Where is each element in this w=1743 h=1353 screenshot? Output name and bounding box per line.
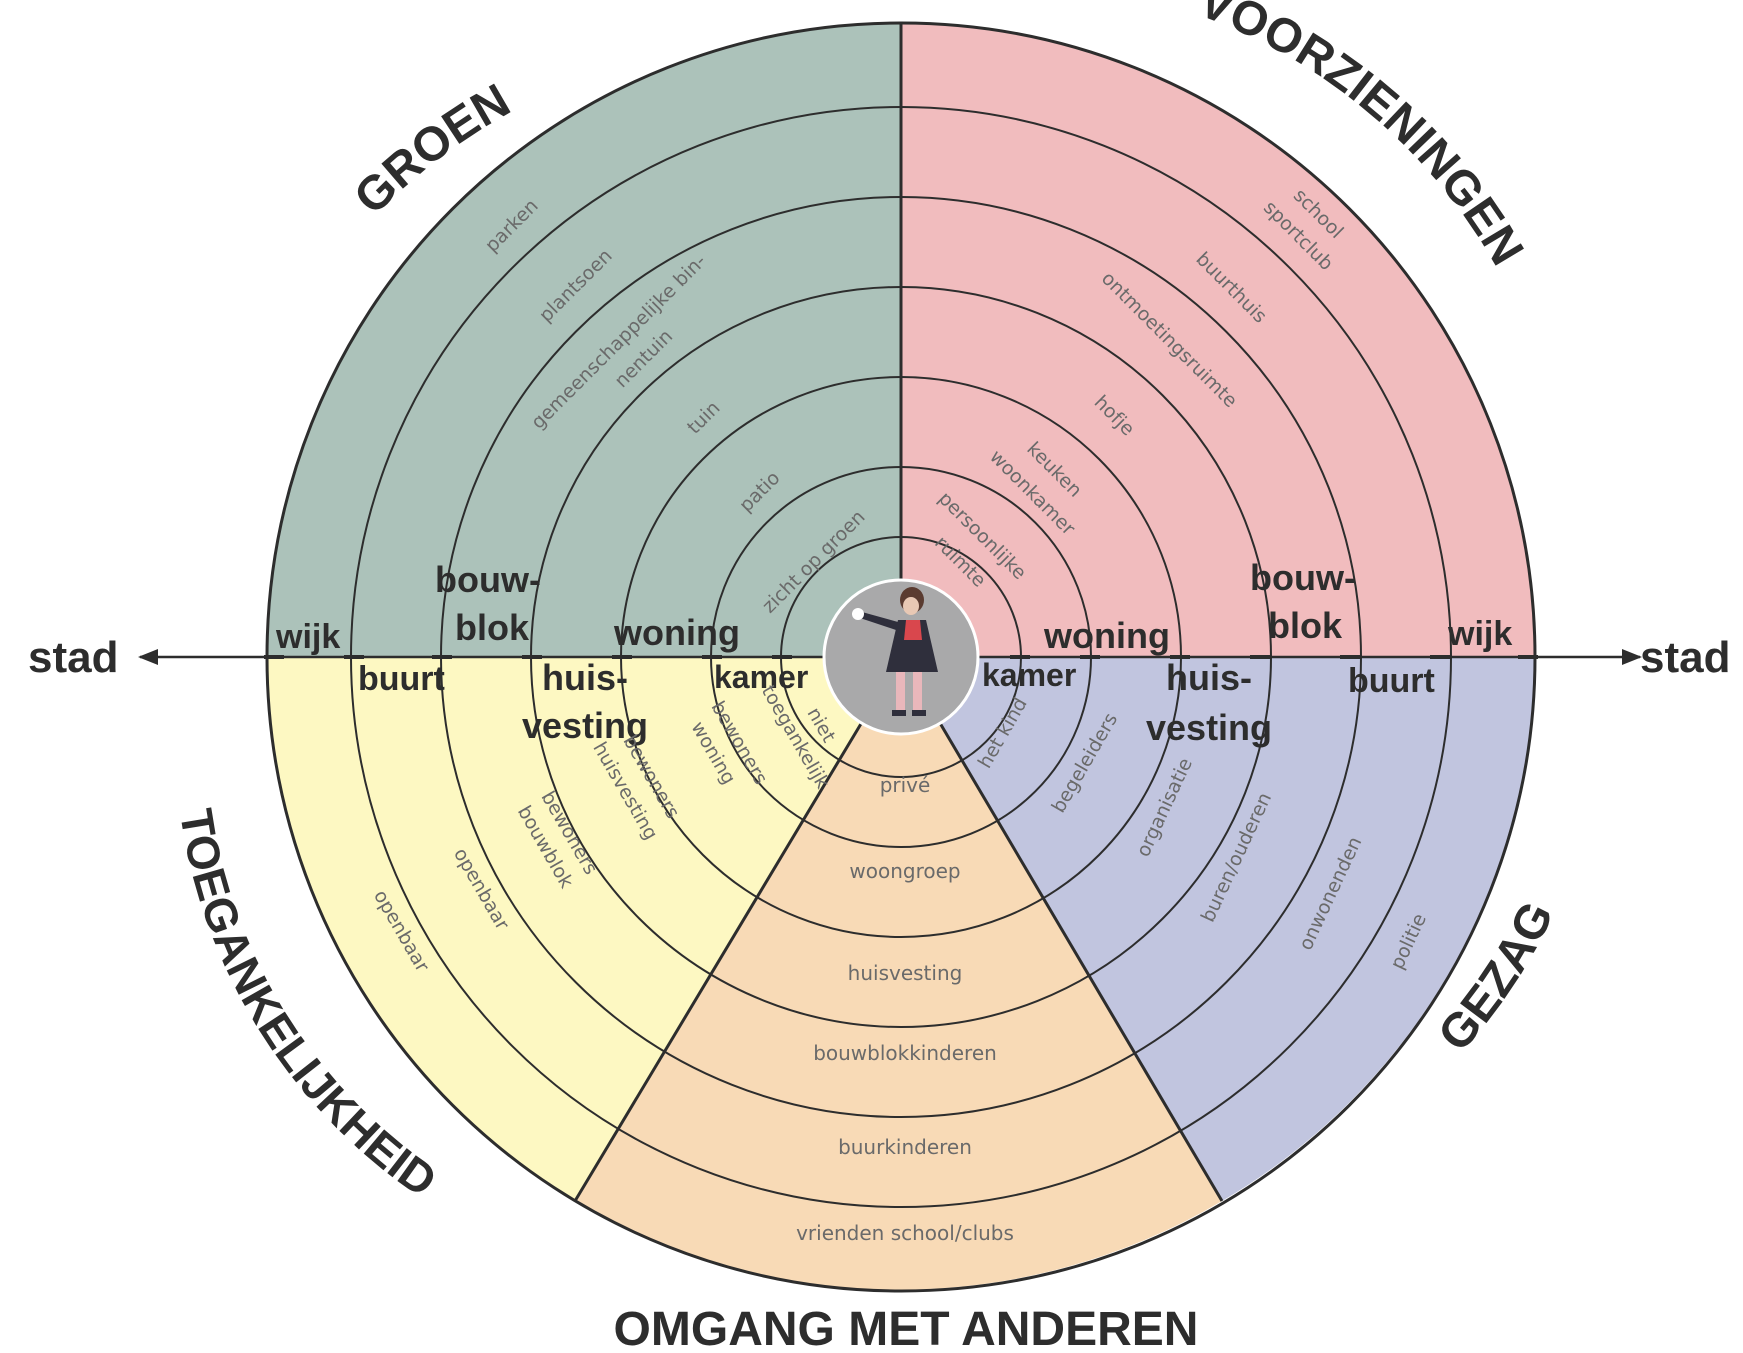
scale-right-huis: huis- — [1166, 657, 1252, 698]
child-icon — [852, 587, 938, 716]
scale-right-woning: woning — [1043, 615, 1170, 656]
sector-omgang — [575, 657, 1222, 1290]
scale-right-wijk: wijk — [1447, 615, 1512, 653]
omgang-item: buurkinderen — [838, 1135, 972, 1159]
scale-right-stad: stad — [1640, 633, 1730, 682]
sector-toegankelijkheid — [267, 657, 1535, 1201]
scale-left-kamer: kamer — [714, 659, 808, 695]
scale-right-kamer: kamer — [982, 657, 1076, 693]
omgang-items: privé woongroep huisvesting bouwblokkind… — [796, 773, 1014, 1245]
omgang-item: woongroep — [849, 859, 960, 883]
sector-dividers — [573, 23, 1224, 1202]
sector-groen — [267, 23, 901, 657]
scale-right-bouw: bouw- — [1250, 557, 1356, 598]
scale-left-buurt: buurt — [358, 660, 445, 698]
sector-gezag — [901, 657, 1535, 1201]
scale-left-blok: blok — [455, 607, 530, 648]
omgang-item: vrienden school/clubs — [796, 1221, 1014, 1245]
sector-voorzieningen — [901, 23, 1535, 657]
scale-right-vesting: vesting — [1146, 707, 1272, 748]
scale-labels-left: stad wijk buurt bouw- blok huis- vesting… — [28, 559, 808, 746]
sector-title-omgang: OMGANG MET ANDEREN — [614, 1303, 1199, 1353]
omgang-item: privé — [880, 773, 931, 797]
arrow-left-icon — [138, 649, 158, 665]
sector-fills — [267, 23, 1535, 1290]
omgang-item: huisvesting — [848, 961, 963, 985]
scale-left-stad: stad — [28, 633, 118, 682]
scale-labels-right: kamer woning huis- vesting bouw- blok bu… — [982, 557, 1730, 748]
center-child-photo — [822, 578, 980, 736]
scale-left-bouw: bouw- — [435, 559, 541, 600]
scale-right-buurt: buurt — [1348, 662, 1435, 700]
omgang-item: bouwblokkinderen — [813, 1041, 997, 1065]
scale-left-woning: woning — [613, 612, 740, 653]
arrow-right-icon — [1622, 649, 1642, 665]
scale-left-huis: huis- — [542, 657, 628, 698]
scale-left-wijk: wijk — [275, 618, 340, 656]
scale-left-vesting: vesting — [522, 705, 648, 746]
scale-right-blok: blok — [1268, 605, 1343, 646]
